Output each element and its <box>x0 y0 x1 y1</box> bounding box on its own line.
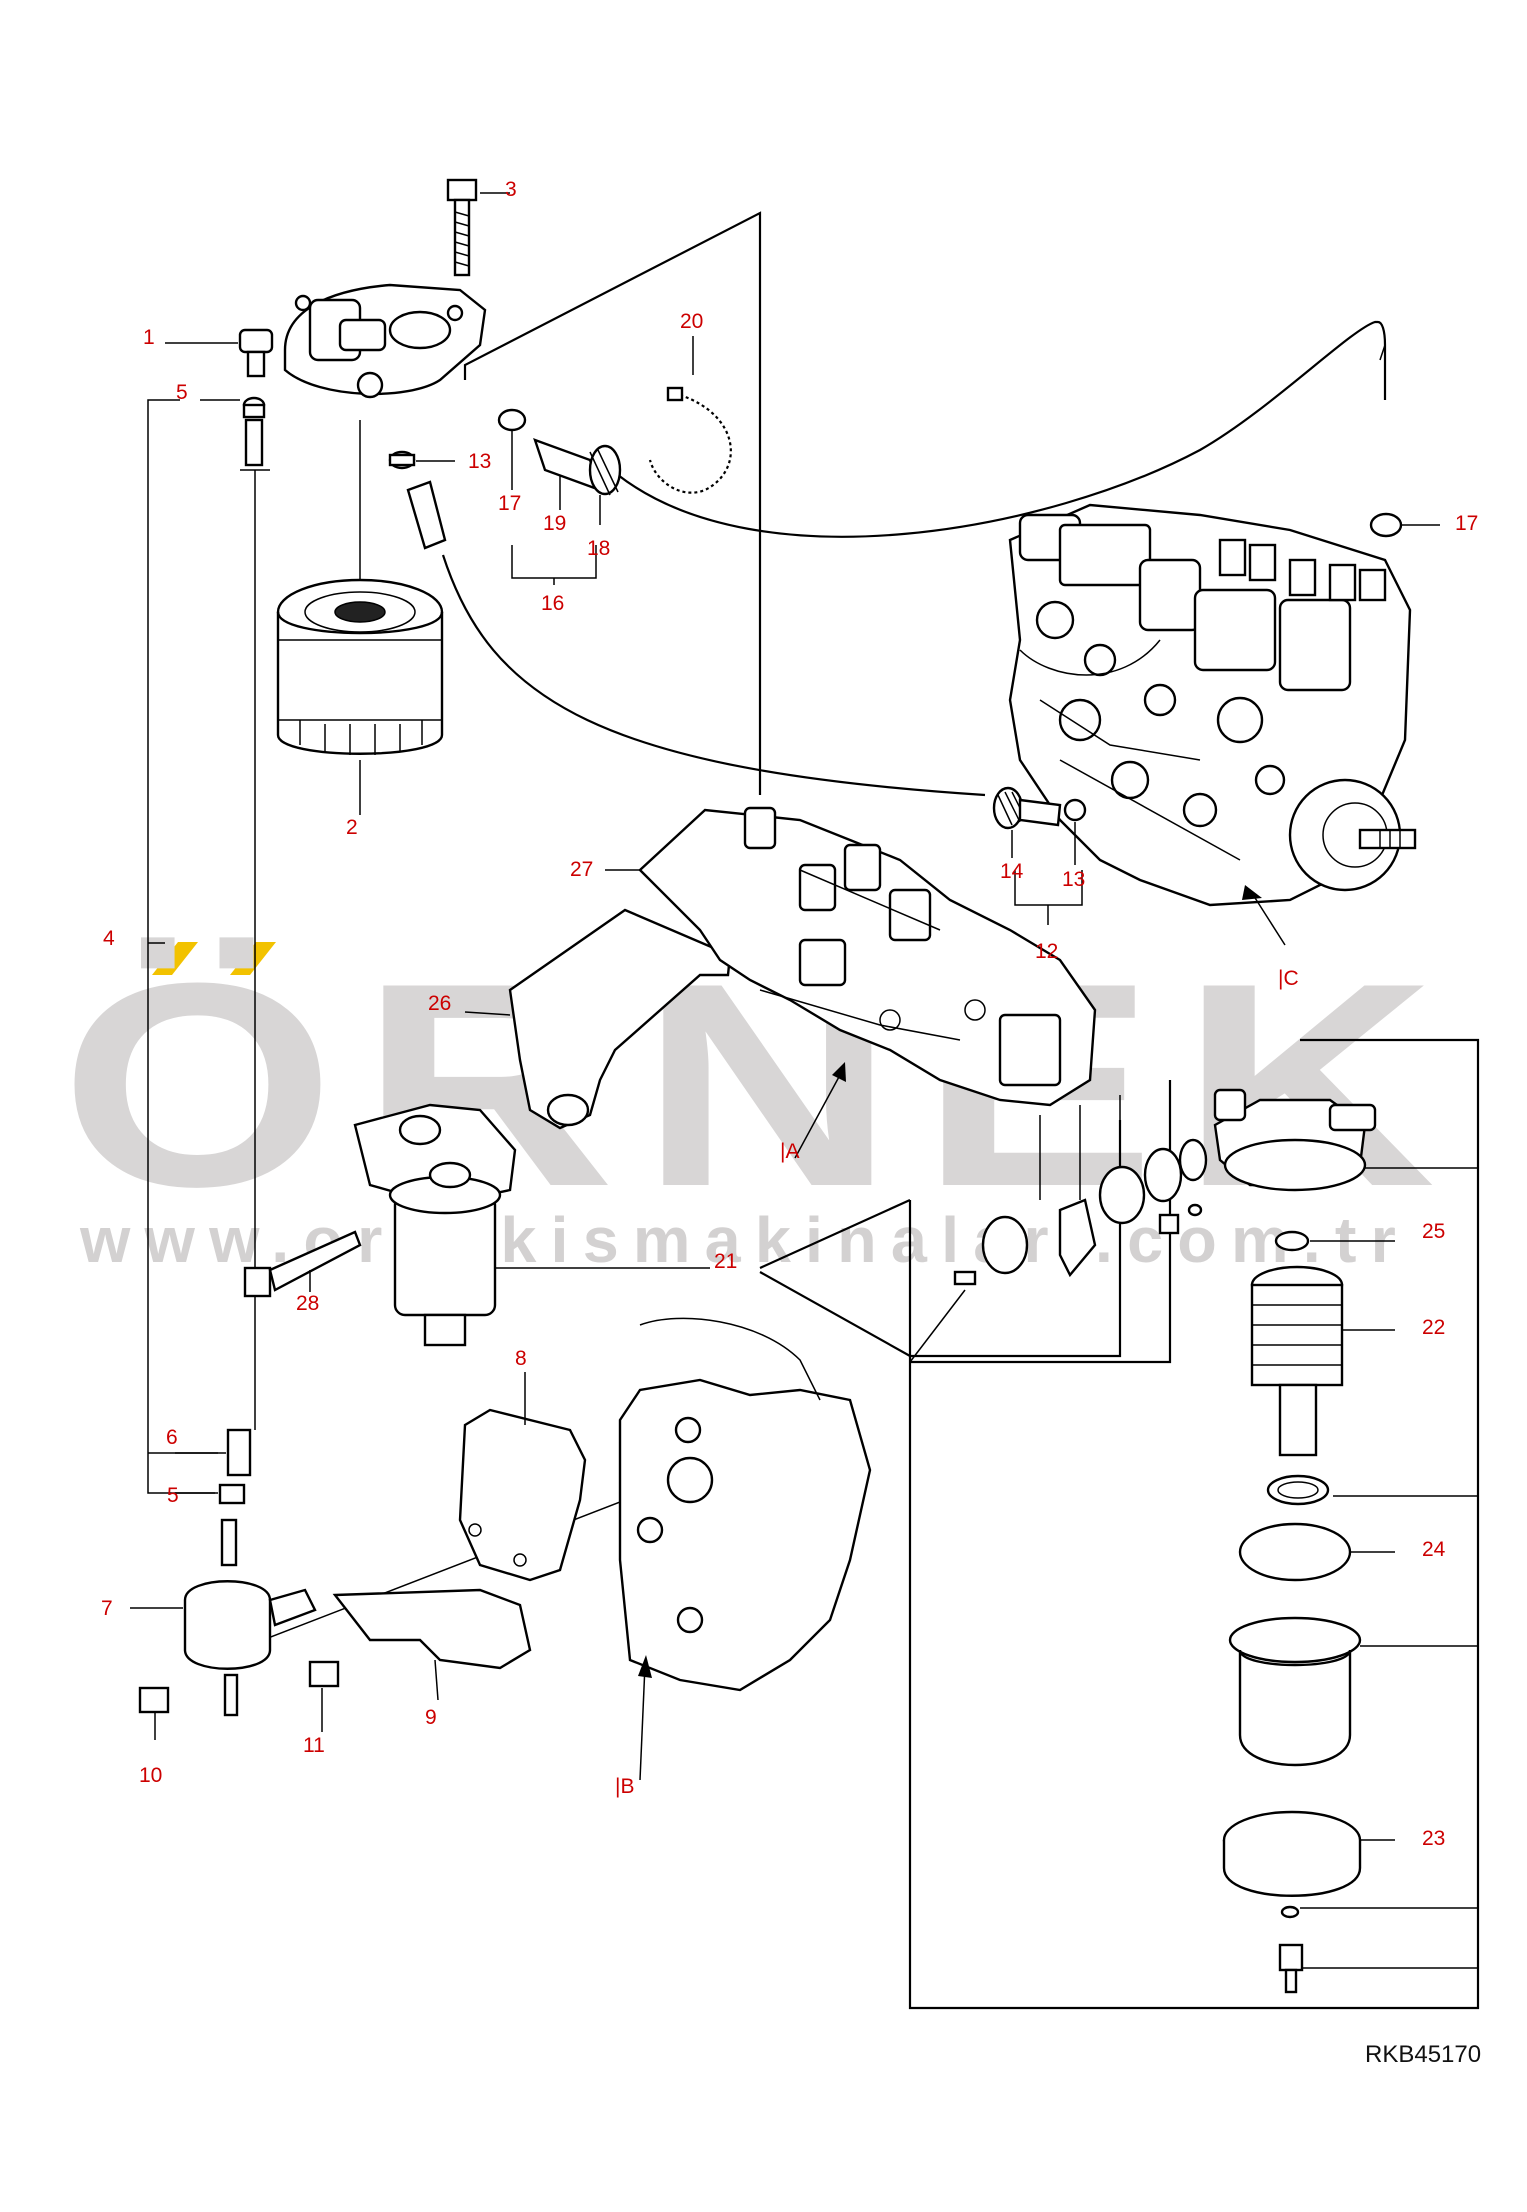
callout-3: 3 <box>505 178 517 201</box>
drawing-code: RKB45170 <box>1365 2041 1481 2068</box>
callout-8: 8 <box>515 1347 527 1370</box>
engine-block-part-a <box>638 806 1097 1159</box>
callout-5-top: 5 <box>176 381 188 404</box>
callout-12: 12 <box>1035 940 1058 963</box>
reference-labels: |A |B |C <box>615 967 1299 1798</box>
callout-16: 16 <box>541 592 564 615</box>
elbow-fitting-1 <box>165 328 274 378</box>
hose-band-20 <box>648 336 732 494</box>
callout-9: 9 <box>425 1706 437 1729</box>
watermark-accent-right <box>230 942 276 975</box>
inset-oring-25 <box>1274 1230 1395 1252</box>
callout-22: 22 <box>1422 1316 1445 1339</box>
callout-20: 20 <box>680 310 703 333</box>
inset-oring-24 <box>1238 1522 1395 1582</box>
inset-gaskets <box>953 1138 1208 1286</box>
clamp-17-right <box>1369 512 1440 538</box>
callout-24: 24 <box>1422 1538 1446 1561</box>
inset-element-22 <box>1250 1265 1395 1457</box>
callout-7: 7 <box>101 1597 113 1620</box>
callout-19: 19 <box>543 512 566 535</box>
filter-cartridge-2 <box>276 578 444 755</box>
filter-head-top <box>283 283 487 399</box>
ref-c: |C <box>1278 967 1299 990</box>
ref-a: |A <box>780 1140 799 1163</box>
callout-26: 26 <box>428 992 451 1015</box>
bolt-3 <box>446 178 510 277</box>
callout-10: 10 <box>139 1764 162 1787</box>
callout-6: 6 <box>166 1426 178 1449</box>
plate-8 <box>458 1372 587 1582</box>
inset-drain <box>1278 1905 1304 1994</box>
callout-23: 23 <box>1422 1827 1445 1850</box>
engine-block-part-b <box>618 1317 872 1781</box>
callout-4: 4 <box>103 927 115 950</box>
inset-bowl <box>1228 1616 1362 1767</box>
callout-27: 27 <box>570 858 593 881</box>
hose-14-clamp-13 <box>992 786 1087 865</box>
pipe-6 <box>175 1428 252 1477</box>
callout-2: 2 <box>346 816 358 839</box>
bracket-9 <box>332 1588 532 1701</box>
callout-17-right: 17 <box>1455 512 1478 535</box>
separator-7 <box>130 1518 317 1717</box>
inset-ring-nut-23 <box>1222 1810 1395 1897</box>
callout-13-top: 13 <box>468 450 491 473</box>
callout-5-bottom: 5 <box>167 1484 179 1507</box>
watermark-accent-left <box>152 942 198 975</box>
clip-5-top <box>200 396 266 467</box>
callout-21: 21 <box>714 1250 737 1273</box>
bolt-11 <box>308 1660 340 1732</box>
bolt-10 <box>138 1686 170 1740</box>
bolt-28 <box>243 1230 362 1298</box>
fuel-filter-21 <box>353 1103 517 1347</box>
callout-25: 25 <box>1422 1220 1445 1243</box>
callout-14: 14 <box>1000 860 1024 883</box>
inset-ring <box>1266 1474 1330 1506</box>
callout-11: 11 <box>303 1734 325 1757</box>
callout-13-pump: 13 <box>1062 868 1085 891</box>
inset-filter-head <box>1213 1088 1377 1192</box>
callout-17-left: 17 <box>498 492 521 515</box>
banjo-17-19-18 <box>497 408 622 525</box>
clip-5-bottom <box>175 1483 246 1505</box>
injection-pump <box>1008 503 1417 946</box>
callout-labels: 1 2 3 4 5 5 6 7 8 9 10 11 12 13 13 14 16… <box>101 178 1478 1850</box>
leader-lines <box>147 211 1480 2010</box>
callout-1: 1 <box>143 326 155 349</box>
callout-28: 28 <box>296 1292 319 1315</box>
ref-b: |B <box>615 1775 634 1798</box>
hose-clamp-13-top <box>388 450 455 550</box>
callout-18: 18 <box>587 537 610 560</box>
